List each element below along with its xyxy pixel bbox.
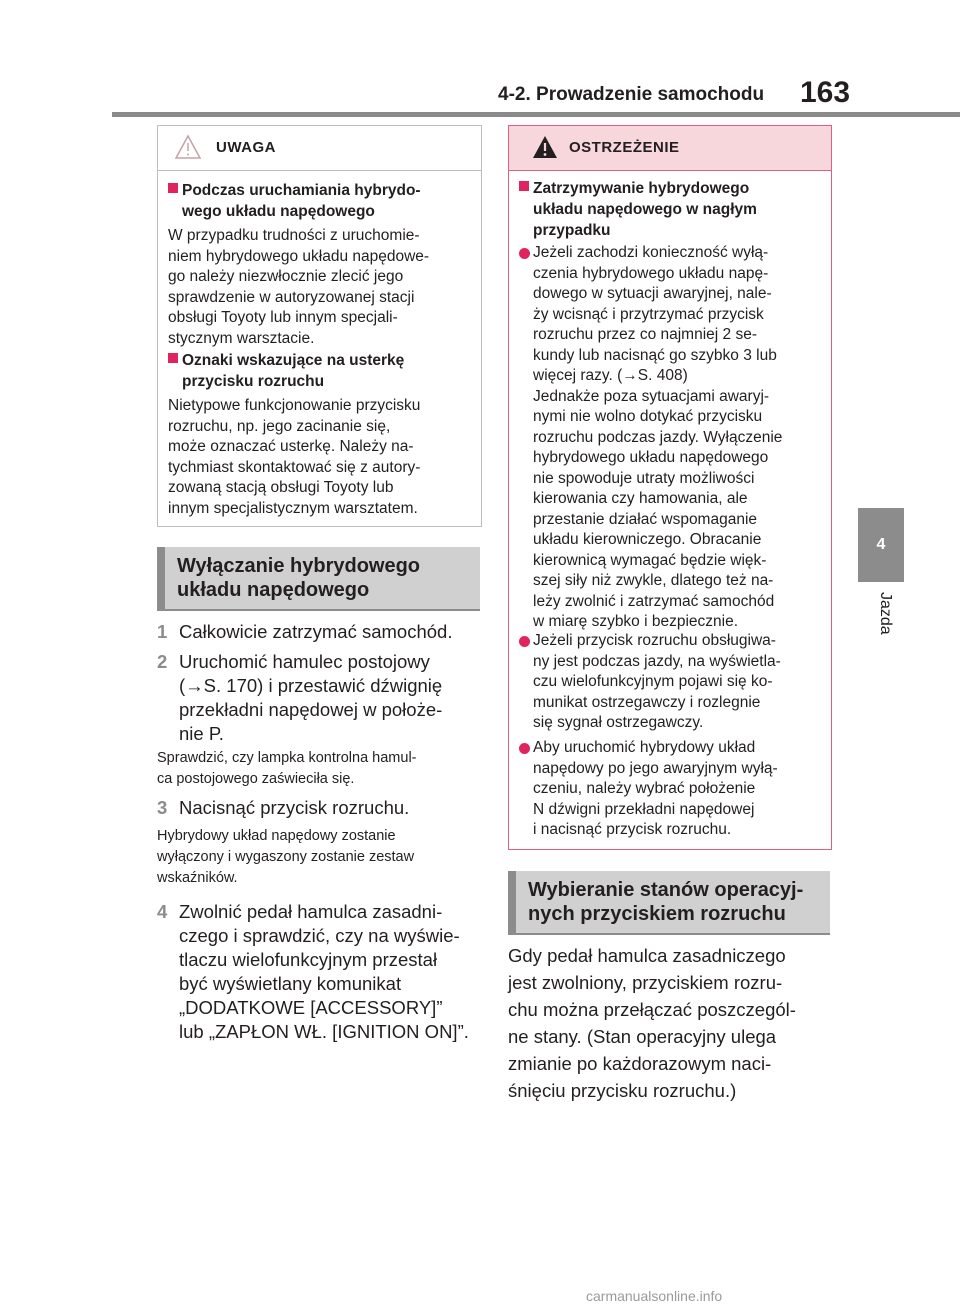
page-number: 163 (800, 76, 851, 109)
square-bullet-icon (519, 181, 529, 191)
chapter-tab[interactable]: 4 (858, 508, 904, 582)
chapter-label-text: Jazda (877, 592, 894, 635)
alert-bullet-3: Aby uruchomić hybrydowy układ napędowy p… (519, 738, 831, 841)
warning-section-heading-1: Podczas uruchamiania hybrydo- wego układ… (168, 180, 473, 222)
square-bullet-icon (168, 183, 178, 193)
header-rule (112, 112, 960, 117)
round-bullet-icon (519, 248, 530, 259)
step-2: 2 Uruchomić hamulec postojowy (→S. 170) … (157, 650, 487, 746)
step-text: Zwolnić pedał hamulca zasadni- czego i s… (179, 901, 469, 1042)
operation-modes-paragraph: Gdy pedał hamulca zasadniczego jest zwol… (508, 945, 796, 1101)
step-4: 4 Zwolnić pedał hamulca zasadni- czego i… (157, 900, 487, 1044)
warning-box-title: UWAGA (216, 139, 276, 156)
square-bullet-icon (168, 353, 178, 363)
round-bullet-icon (519, 743, 530, 754)
step-2-note: Sprawdzić, czy lampka kontrolna hamul- c… (157, 750, 417, 787)
alert-bullet-1: Jeżeli zachodzi konieczność wyłą- czenia… (519, 243, 831, 633)
warning-triangle-filled-icon (533, 136, 557, 158)
warning-box-header: UWAGA (158, 126, 481, 171)
step-text: Nacisnąć przycisk rozruchu. (179, 797, 410, 818)
alert-box: OSTRZEŻENIE Zatrzymywanie hybrydowego uk… (508, 125, 832, 850)
section-heading-underline (508, 933, 830, 935)
warning-section-text-2: Nietypowe funkcjonowanie przycisku rozru… (168, 397, 421, 517)
warning-section-heading-2: Oznaki wskazujące na usterkę przycisku r… (168, 350, 473, 392)
warning-box: UWAGA Podczas uruchamiania hybrydo- wego… (157, 125, 482, 527)
step-number: 1 (157, 621, 168, 642)
section-heading-shutdown: Wyłączanie hybrydowego układu napędowego (157, 547, 480, 609)
warning-section-text-1: W przypadku trudności z uruchomie- niem … (168, 227, 430, 347)
step-1: 1 Całkowicie zatrzymać samochód. (157, 620, 487, 644)
warning-triangle-outline-icon (175, 134, 201, 159)
round-bullet-icon (519, 636, 530, 647)
step-3: 3 Nacisnąć przycisk rozruchu. (157, 796, 487, 820)
chapter-label: Jazda (868, 592, 898, 652)
step-text: Całkowicie zatrzymać samochód. (179, 621, 453, 642)
section-heading-operation-modes: Wybieranie stanów operacyj- nych przycis… (508, 871, 830, 933)
step-number: 4 (157, 901, 168, 922)
watermark[interactable]: carmanualsonline.info (586, 1288, 723, 1304)
alert-box-header: OSTRZEŻENIE (509, 126, 831, 171)
alert-box-title: OSTRZEŻENIE (569, 139, 680, 156)
section-heading-underline (157, 609, 480, 611)
step-3-note: Hybrydowy układ napędowy zostanie wyłącz… (157, 828, 415, 886)
section-title: 4-2. Prowadzenie samochodu (498, 84, 765, 105)
step-number: 2 (157, 651, 168, 672)
alert-bullet-2: Jeżeli przycisk rozruchu obsługiwa- ny j… (519, 631, 831, 734)
step-text: Uruchomić hamulec postojowy (→S. 170) i … (179, 651, 443, 744)
alert-section-heading: Zatrzymywanie hybrydowego układu napędow… (519, 178, 824, 241)
step-number: 3 (157, 797, 168, 818)
